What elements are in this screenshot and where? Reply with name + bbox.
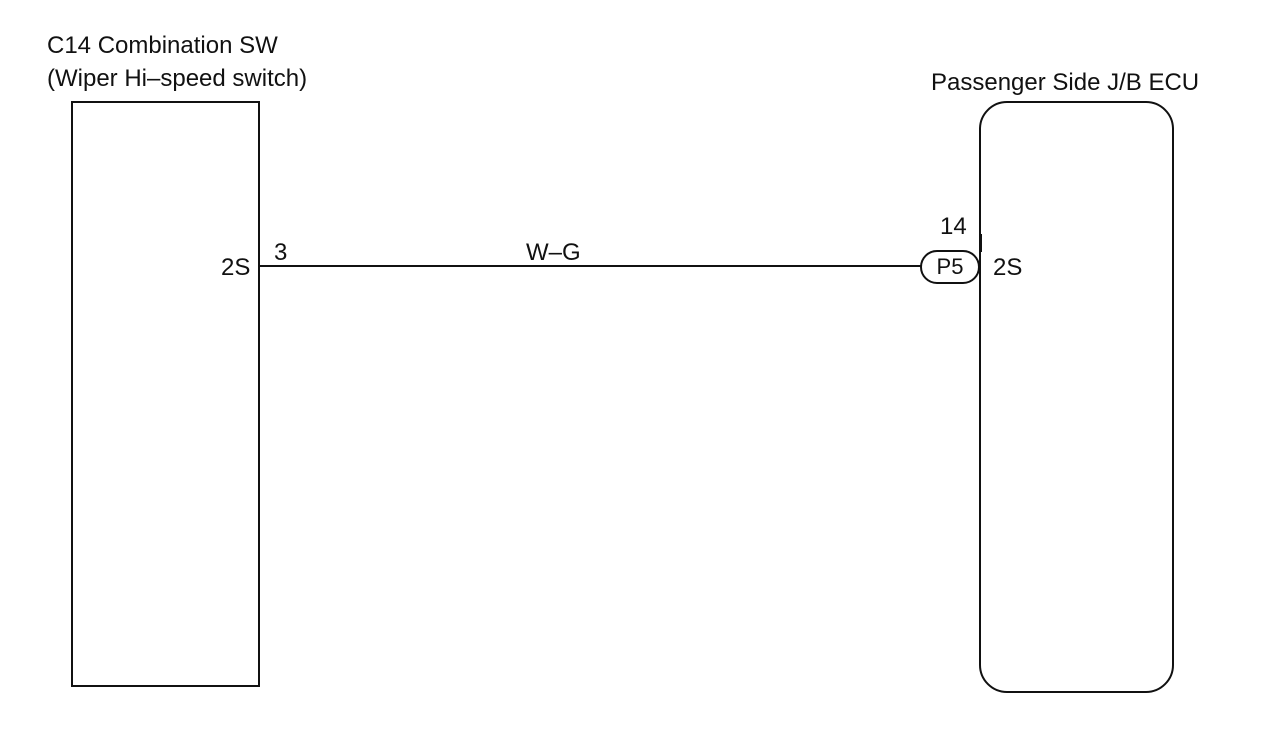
connector-p5: P5 bbox=[920, 250, 980, 284]
wire-color-code: W–G bbox=[526, 239, 581, 266]
pin-tick bbox=[980, 234, 982, 252]
right-component-title: Passenger Side J/B ECU bbox=[931, 69, 1200, 96]
left-pin-number: 3 bbox=[274, 239, 288, 266]
jb-ecu-box bbox=[979, 101, 1174, 693]
left-component-subtitle: (Wiper Hi–speed switch) bbox=[47, 65, 308, 92]
left-connector-label: 2S bbox=[221, 254, 251, 281]
wire-line bbox=[260, 265, 922, 267]
left-component-title: C14 Combination SW bbox=[47, 32, 278, 59]
right-connector-label: 2S bbox=[993, 254, 1023, 281]
right-pin-number: 14 bbox=[940, 213, 967, 240]
combination-switch-box bbox=[71, 101, 260, 687]
